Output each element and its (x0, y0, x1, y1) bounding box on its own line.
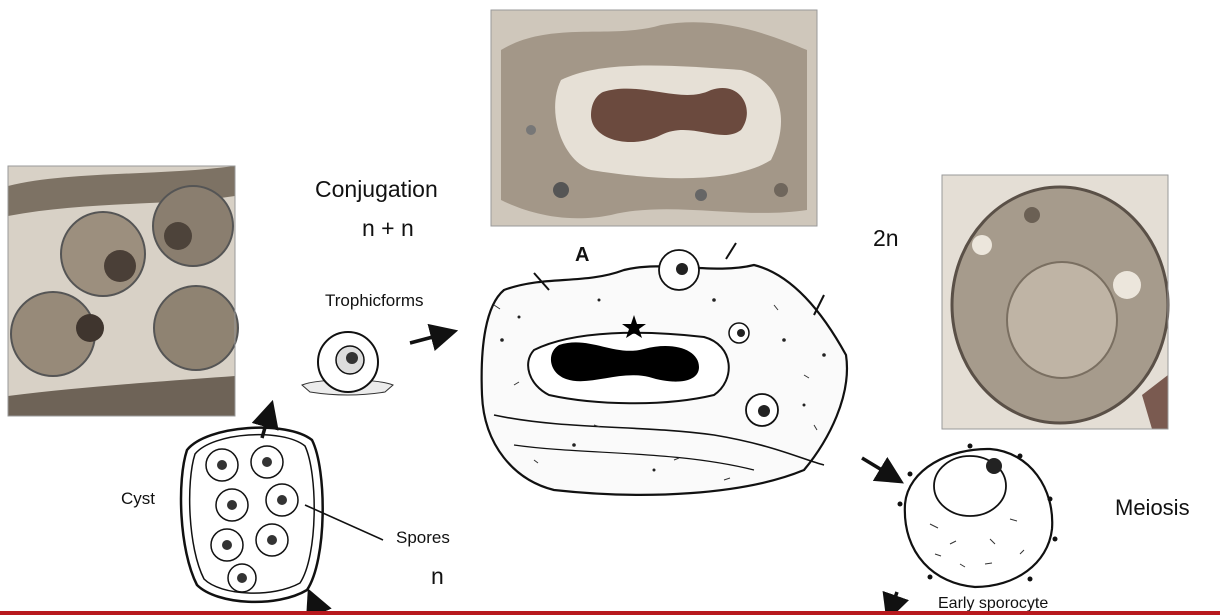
arrow-trophic-to-conjugation (410, 333, 448, 343)
ploidy-n-label: n (431, 563, 444, 590)
conjugation-label: Conjugation (315, 176, 438, 203)
arrow-conjugation-to-sporocyte (862, 458, 895, 478)
footer-bar (0, 611, 1220, 615)
ploidy-n-plus-n-label: n + n (362, 215, 414, 242)
trophicforms-label: Trophicforms (325, 291, 424, 311)
cyst-label: Cyst (121, 489, 155, 509)
ploidy-2n-label: 2n (873, 225, 899, 252)
early-sporocyte-label: Early sporocyte (938, 596, 1048, 611)
spores-label: Spores (396, 528, 450, 548)
spores-pointer-line (305, 505, 383, 540)
arrow-cyst-to-trophic (262, 410, 270, 438)
arrow-sporocyte-down (890, 592, 897, 612)
arrow-bottom-left (312, 598, 318, 612)
meiosis-label: Meiosis (1115, 495, 1190, 521)
